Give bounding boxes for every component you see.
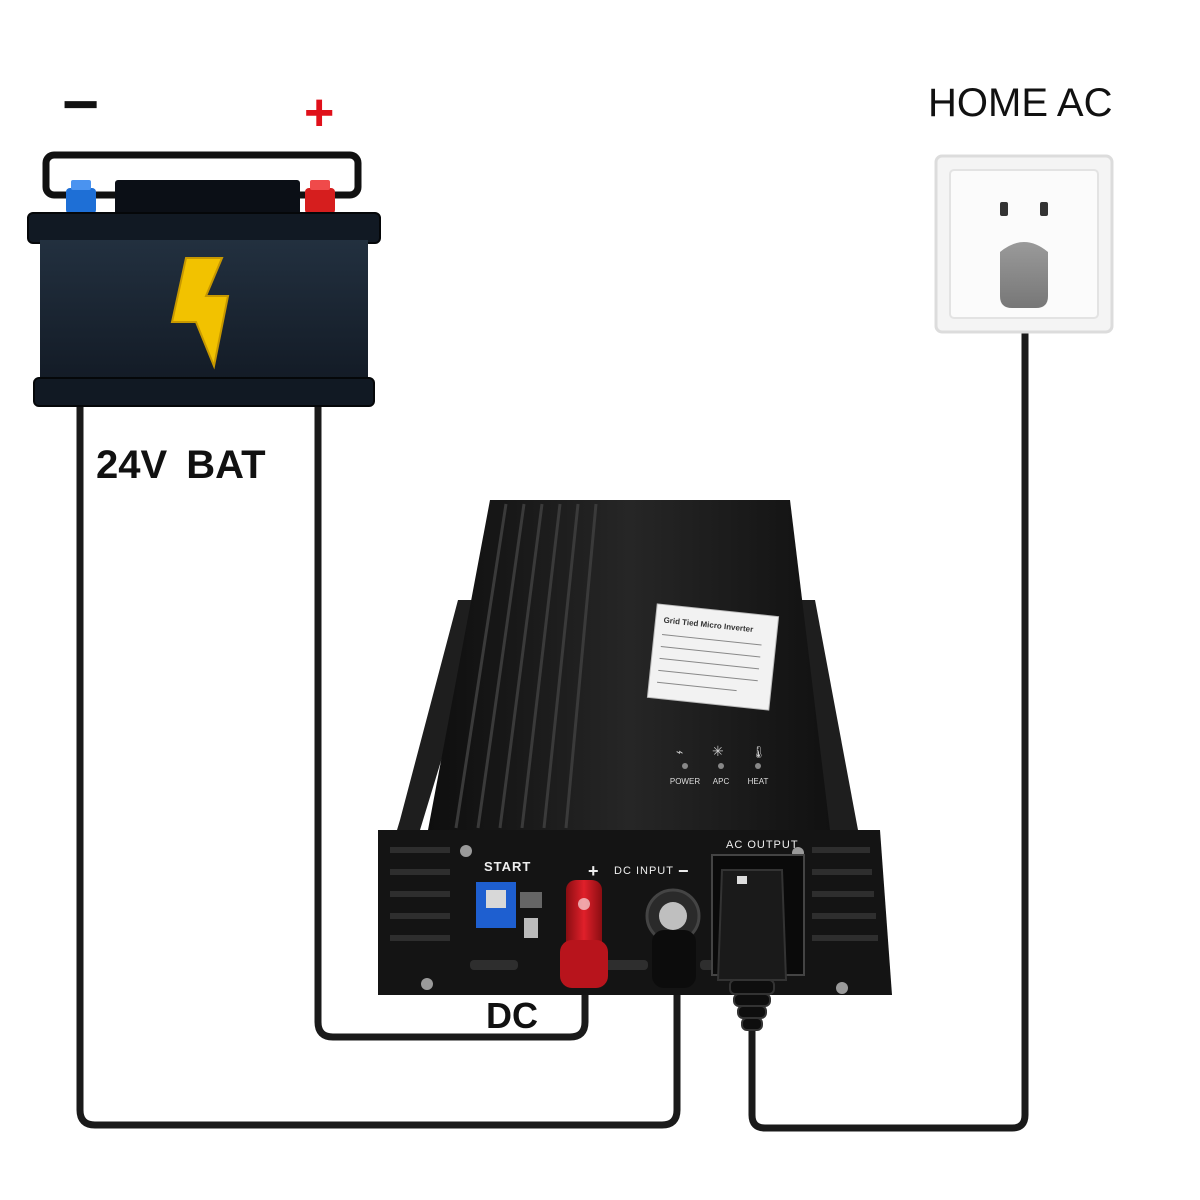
dc-negative-terminal[interactable] (645, 888, 701, 988)
battery-negative-symbol: − (62, 68, 99, 140)
lightning-bolt-icon (170, 257, 230, 370)
negative-wire (76, 211, 681, 1129)
power-plug-icon: ⌁ (676, 745, 683, 759)
thermometer-icon: 🌡 (751, 745, 766, 759)
negative-terminal (66, 180, 96, 214)
ac-wire (748, 296, 1029, 1132)
indicator-power: ⌁ POWER (670, 745, 700, 786)
ac-output-socket[interactable] (711, 854, 805, 1031)
indicator-panel: ⌁ POWER ✳ APC 🌡 HEAT (670, 743, 769, 786)
positive-wire (314, 211, 589, 1041)
battery (27, 151, 381, 407)
wires (76, 211, 1029, 1132)
dc-positive-terminal[interactable] (560, 880, 608, 988)
battery-voltage-label: 24V (96, 443, 167, 487)
indicator-apc: ✳ APC (712, 743, 729, 786)
dc-input-label: DC INPUT (614, 865, 674, 877)
inverter: Grid Tied Micro Inverter ⌁ POWER ✳ APC (378, 500, 892, 1031)
start-switch[interactable] (476, 882, 516, 928)
wall-outlet (934, 154, 1114, 334)
indicator-heat: 🌡 HEAT (748, 745, 769, 786)
battery-type-label: BAT (186, 443, 265, 487)
start-label: START (484, 859, 531, 874)
front-panel: START + DC INPUT − (378, 830, 892, 1031)
spec-label: Grid Tied Micro Inverter (646, 603, 780, 711)
dc-plus-label: + (588, 861, 599, 881)
dc-minus-label: − (678, 861, 689, 881)
indicator-apc-label: APC (713, 777, 730, 786)
ac-output-label: AC OUTPUT (726, 839, 799, 851)
sun-icon: ✳ (712, 743, 724, 759)
outlet-label: HOME AC (928, 81, 1112, 125)
positive-terminal (305, 180, 335, 214)
dc-wire-label: DC (486, 995, 538, 1036)
wall-plug (1000, 242, 1048, 308)
heatsink-ribs (454, 503, 598, 829)
indicator-power-label: POWER (670, 777, 700, 786)
battery-label: 24V BAT (96, 443, 266, 487)
indicator-heat-label: HEAT (748, 777, 769, 786)
battery-positive-symbol: + (304, 84, 334, 142)
